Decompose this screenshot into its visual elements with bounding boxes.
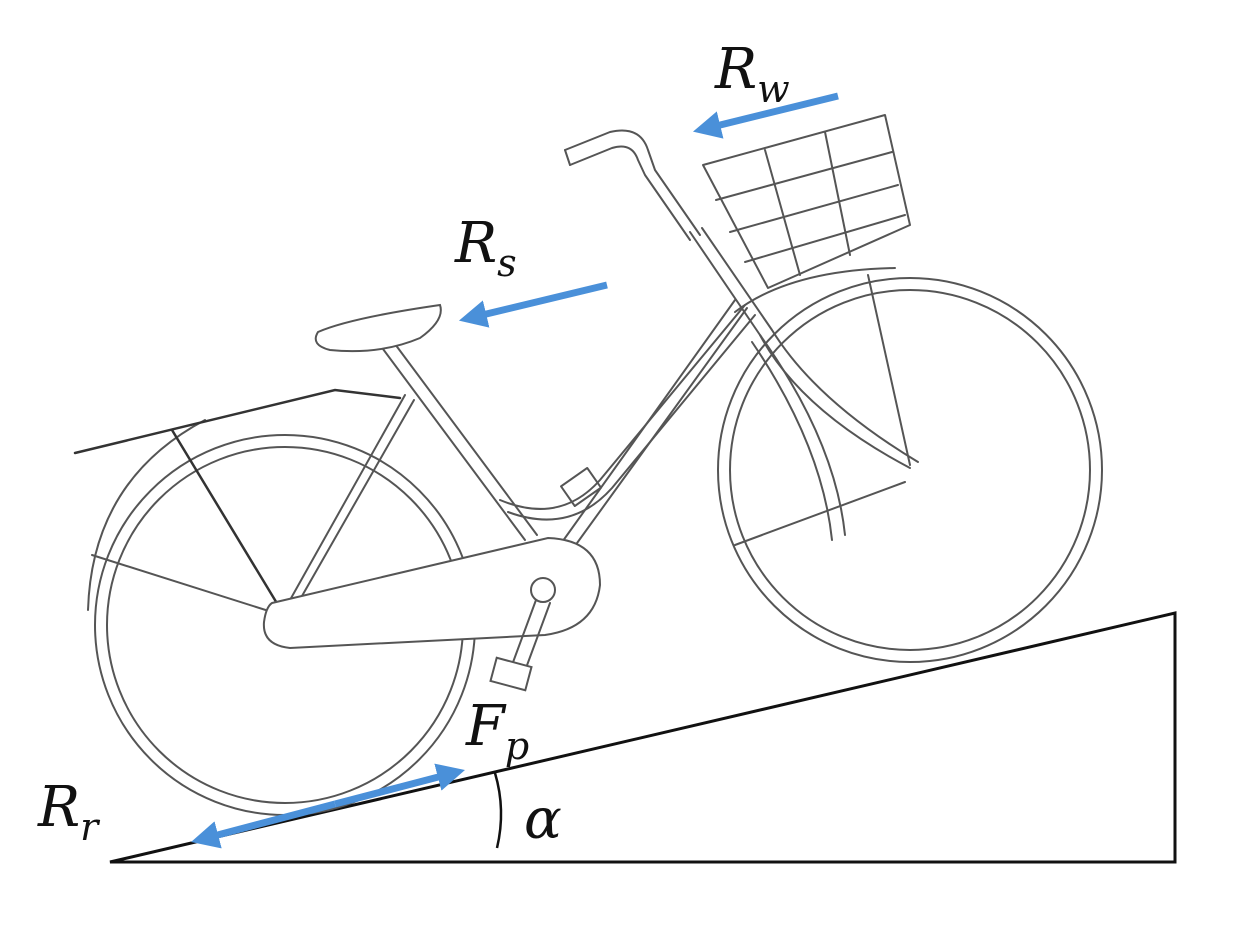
fp-arrow (334, 763, 465, 808)
rw-arrow (692, 92, 839, 139)
incline-ramp (109, 611, 1177, 864)
rr-arrow (191, 800, 336, 849)
chain-guard (262, 536, 602, 650)
bicycle (73, 114, 1103, 816)
rs-label: Rs (454, 211, 517, 285)
rear-rack (73, 388, 402, 613)
frame (289, 299, 756, 604)
saddle (314, 303, 442, 353)
rr-label: Rr (37, 775, 101, 849)
front-basket (702, 114, 911, 289)
fp-label: Fp (465, 694, 529, 768)
handlebar (564, 129, 701, 241)
rw-label: Rw (714, 37, 790, 111)
angle-label: α (524, 787, 562, 852)
crank-pedal (489, 599, 551, 692)
front-fork (689, 227, 919, 546)
front-wheel (717, 277, 1103, 663)
rs-arrow (458, 281, 608, 328)
angle-arc (493, 772, 503, 849)
